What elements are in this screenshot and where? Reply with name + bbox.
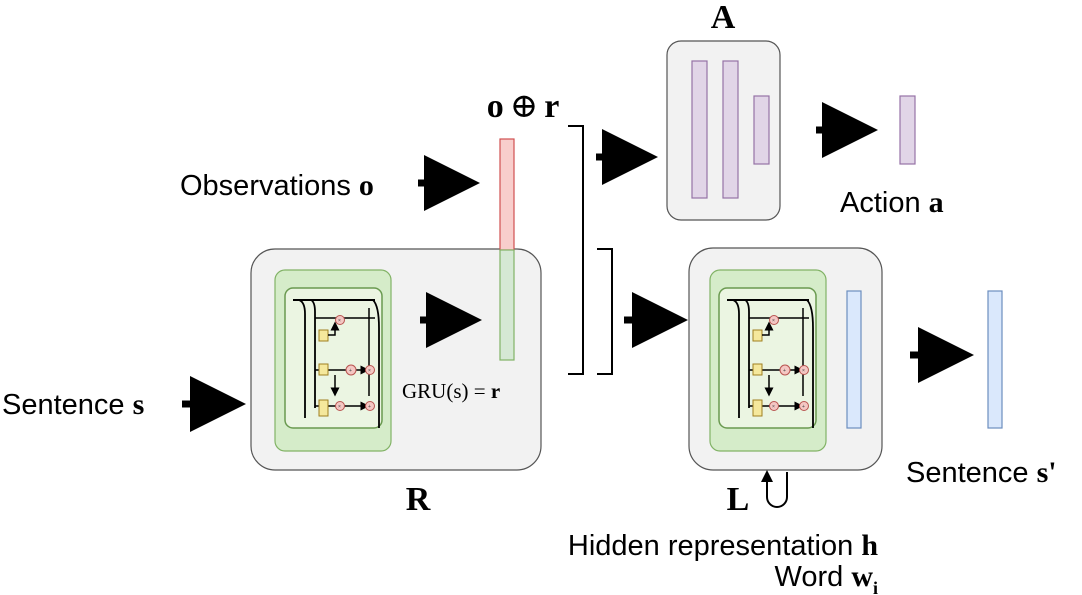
label-observations: Observations o: [180, 169, 374, 202]
label-hidden-representation: Hidden representation h: [568, 529, 878, 562]
label-module-r: R: [406, 481, 431, 518]
observation-vector: [499, 138, 515, 251]
label-module-l: L: [727, 481, 750, 518]
action-vector: [899, 95, 916, 165]
gru-output-vector: [499, 249, 515, 361]
label-word: Word wi: [774, 560, 878, 595]
label-gru-equation: GRU(s) = r: [402, 379, 500, 403]
a-layer-2: [722, 60, 739, 199]
module-r: [250, 248, 542, 471]
hidden-vector: [846, 290, 862, 429]
bracket-to-l: [597, 248, 613, 375]
a-layer-3: [753, 95, 770, 165]
output-sentence-vector: [987, 290, 1003, 429]
a-layer-1: [691, 60, 708, 199]
module-a: [666, 40, 781, 221]
label-sentence-output: Sentence s': [906, 456, 1057, 489]
label-action: Action a: [840, 186, 944, 219]
arrows: [182, 102, 974, 432]
bracket-to-a: [568, 125, 584, 375]
label-module-a: A: [711, 0, 736, 36]
module-l: [688, 247, 883, 471]
recurrence-loop-arrow: [761, 470, 788, 508]
label-sentence-input: Sentence s: [2, 388, 144, 421]
label-concat: o⊕r: [487, 88, 560, 125]
